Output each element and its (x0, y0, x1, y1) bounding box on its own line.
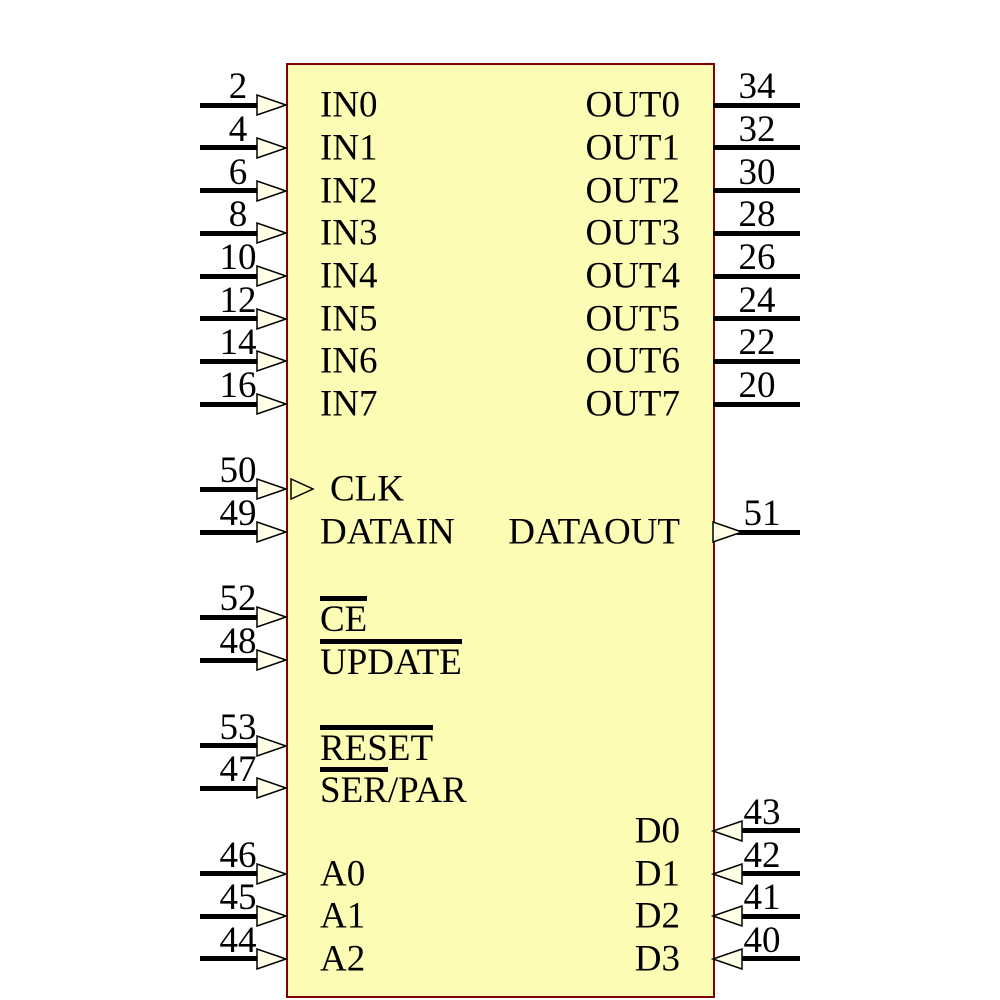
pin-number: 22 (738, 322, 776, 364)
pin-wire (200, 614, 260, 620)
pin-wire (739, 913, 800, 919)
pin-wire (739, 828, 800, 834)
pin-number: 30 (738, 151, 776, 193)
input-arrow-icon (256, 478, 288, 501)
pin-wire (200, 358, 260, 364)
pin-wire (200, 871, 260, 877)
pin-wire (739, 871, 800, 877)
input-arrow-icon (711, 947, 743, 970)
pin-wire (200, 743, 260, 748)
input-arrow-icon (256, 734, 288, 757)
pin-wire (200, 102, 260, 108)
pin-number: 4 (228, 108, 248, 150)
pin-wire (200, 230, 260, 236)
pin-wire (200, 486, 260, 492)
pin-number: 34 (738, 66, 776, 108)
pin-wire (200, 785, 260, 791)
pin-number: 28 (738, 194, 776, 236)
pin-wire (200, 145, 260, 151)
pin-number: 8 (228, 194, 248, 236)
pin-wire (713, 316, 800, 322)
input-arrow-icon (711, 819, 743, 842)
pin-number: 20 (738, 365, 776, 407)
pin-wire (200, 188, 260, 194)
pin-number: 43 (743, 791, 781, 833)
pin-wire (200, 956, 260, 962)
pin-number: 14 (219, 322, 257, 364)
input-arrow-icon (256, 393, 288, 416)
pin-wire (737, 529, 800, 535)
pin-wire (200, 401, 260, 407)
pin-number: 41 (743, 877, 781, 919)
pin-wire (713, 273, 800, 279)
pin-wire (200, 913, 260, 919)
pin-wire (713, 401, 800, 407)
pin-number: 45 (219, 877, 257, 919)
pin-wire (713, 102, 800, 108)
input-arrow-icon (256, 350, 288, 373)
pin-wire (200, 273, 260, 279)
pin-number: 42 (743, 834, 781, 876)
pin-wire (713, 145, 800, 151)
pin-number: 51 (743, 493, 781, 535)
pin-wire (200, 316, 260, 322)
input-arrow-icon (256, 947, 288, 970)
pin-number: 46 (219, 834, 257, 876)
pin-number: 52 (219, 578, 257, 620)
pin-number: 50 (219, 450, 257, 492)
pin-number: 26 (738, 237, 776, 279)
input-arrow-icon (256, 265, 288, 288)
output-arrow-icon (712, 521, 744, 544)
pin-number: 2 (228, 66, 248, 108)
input-arrow-icon (256, 307, 288, 330)
input-arrow-icon (256, 521, 288, 544)
input-arrow-icon (256, 777, 288, 800)
input-arrow-icon (256, 179, 288, 202)
pin-number: 32 (738, 108, 776, 150)
input-arrow-icon (256, 606, 288, 629)
pin-number: 16 (219, 365, 257, 407)
input-arrow-icon (711, 905, 743, 928)
pin-wire (739, 956, 800, 962)
input-arrow-icon (256, 94, 288, 117)
pin-number: 44 (219, 919, 257, 961)
input-arrow-icon (256, 905, 288, 928)
pin-wire (200, 529, 260, 535)
input-arrow-icon (711, 862, 743, 885)
pin-wire (200, 657, 260, 663)
pin-wire (713, 230, 800, 236)
input-arrow-icon (256, 649, 288, 672)
pin-number: 48 (219, 621, 257, 663)
pin-number: 40 (743, 919, 781, 961)
chip-body (286, 63, 715, 998)
input-arrow-icon (256, 862, 288, 885)
pin-wire (713, 188, 800, 194)
pin-wire (713, 358, 800, 364)
pin-number: 6 (228, 151, 248, 193)
pin-number: 12 (219, 279, 257, 321)
pin-number: 49 (219, 493, 257, 535)
pin-number: 24 (738, 279, 776, 321)
pin-number: 10 (219, 237, 257, 279)
pin-number: 47 (219, 749, 257, 791)
input-arrow-icon (256, 222, 288, 245)
pin-number: 53 (219, 706, 257, 748)
input-arrow-icon (256, 136, 288, 159)
